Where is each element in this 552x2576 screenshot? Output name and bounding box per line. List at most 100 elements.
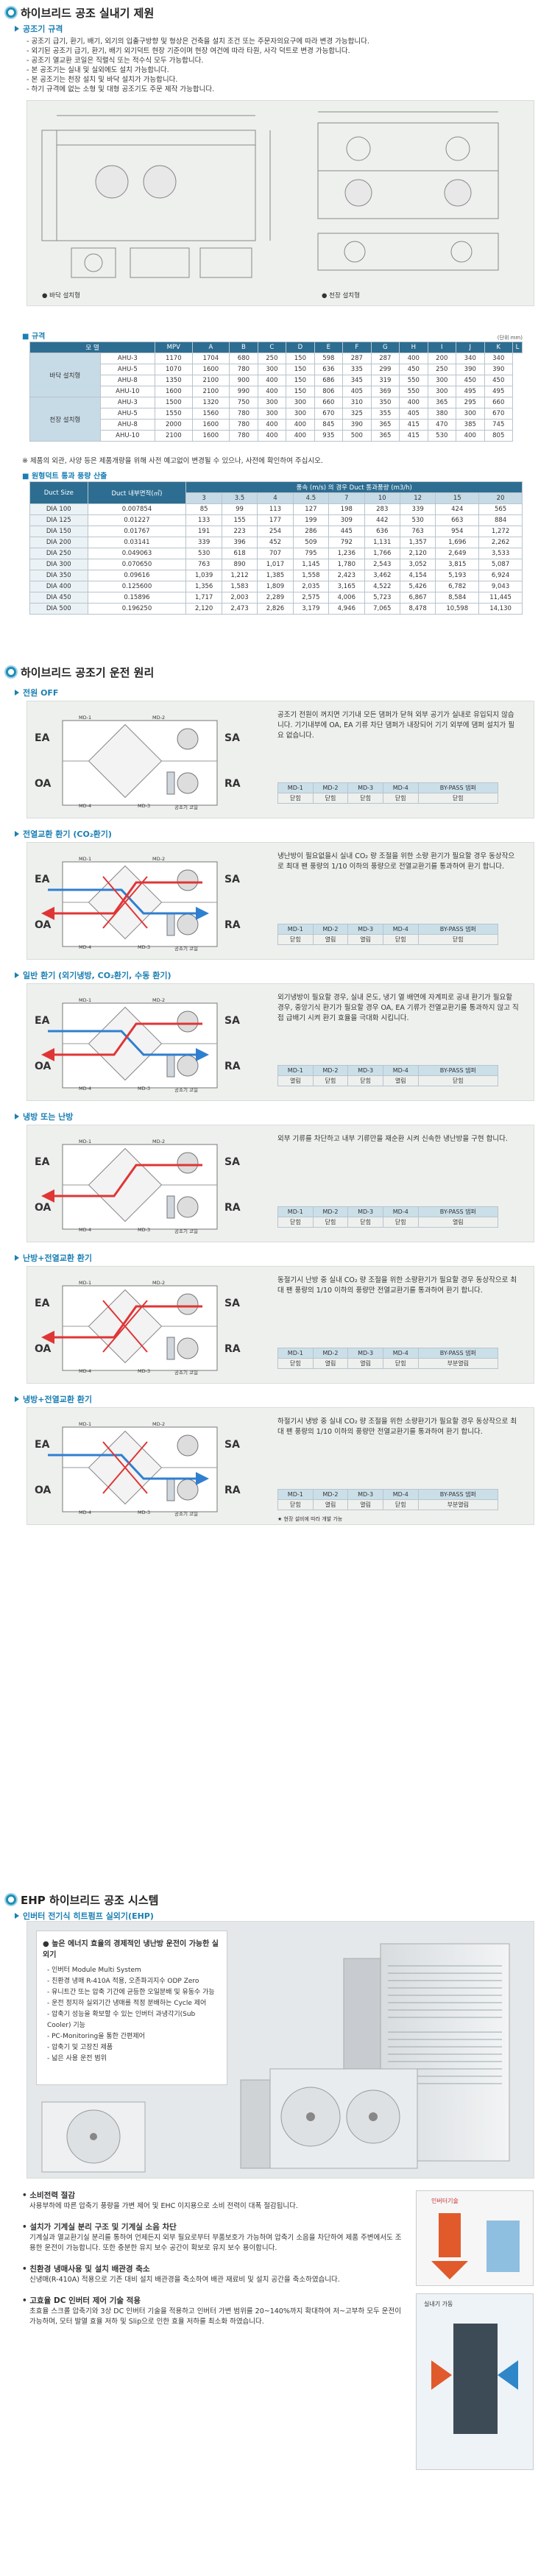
table-cell: 2100 [191, 375, 230, 386]
table-cell: DIA 350 [29, 570, 88, 581]
table-cell: 450 [456, 375, 485, 386]
table-cell: 415 [399, 430, 428, 442]
mode-description: 동절기시 난방 중 실내 CO₂ 량 조절을 위한 소량환기가 필요할 경우 동… [277, 1276, 517, 1295]
ra-label: RA [224, 919, 241, 931]
damper-header: MD-3 [347, 1348, 383, 1359]
table-cell: 4,006 [328, 592, 365, 604]
table-cell: 339 [185, 537, 222, 548]
table-cell: DIA 450 [29, 592, 88, 604]
feature-body: 초효율 스크롤 압축기와 3상 DC 인버터 기술을 적용하고 인버터 가변 범… [29, 2307, 402, 2326]
table-cell: AHU-5 [99, 364, 156, 375]
table-cell: 400 [286, 419, 315, 431]
speed-cell: 4.5 [292, 492, 330, 504]
table-cell: 155 [221, 514, 258, 526]
table-cell: 14,130 [478, 603, 523, 615]
damper-header: MD-3 [347, 1489, 383, 1500]
header-cell: B [229, 342, 258, 353]
md2-label: MD-2 [152, 856, 166, 862]
table-cell: 400 [257, 419, 287, 431]
table-cell: 400 [257, 375, 287, 386]
table-cell: 636 [364, 526, 400, 537]
table-cell: DIA 250 [29, 548, 88, 559]
table-cell: 530 [185, 548, 222, 559]
table-cell: 286 [292, 526, 330, 537]
damper-header: MD-4 [382, 1348, 419, 1359]
table-cell: 0.09616 [87, 570, 187, 581]
table-cell: 806 [314, 386, 344, 397]
mode-title: 난방+전열교환 환기 [0, 1251, 92, 1264]
box-list-item: - 넓은 사용 운전 범위 [47, 2055, 107, 2062]
table-cell: 300 [427, 386, 457, 397]
table-cell: DIA 500 [29, 603, 88, 615]
table-cell: 113 [257, 503, 294, 515]
md4-label: MD-4 [79, 1086, 92, 1091]
ea-label: EA [35, 1439, 50, 1451]
table-cell: 339 [399, 503, 436, 515]
table-cell: AHU-8 [99, 375, 156, 386]
damper-header: MD-2 [312, 1348, 349, 1359]
ea-label: EA [35, 1015, 50, 1027]
bullet-circle-icon [6, 1894, 16, 1905]
md2-label: MD-2 [152, 1280, 166, 1286]
indoor-illustration: 실내기 가동 [416, 2293, 534, 2470]
damper-state: 닫힘 [277, 1358, 314, 1369]
damper-state: 닫힘 [382, 1499, 419, 1510]
md3-label: MD-3 [138, 803, 151, 809]
table-cell: 2,649 [435, 548, 480, 559]
speed-cell: 15 [435, 492, 480, 504]
table-cell: 1070 [155, 364, 193, 375]
speed-cell: 4 [257, 492, 294, 504]
table-cell: 300 [257, 397, 287, 408]
damper-state: 닫힘 [417, 934, 499, 945]
table-cell: AHU-3 [99, 353, 156, 364]
table-cell: 3,179 [292, 603, 330, 615]
table-cell: 470 [427, 419, 457, 431]
damper-header: MD-1 [277, 1206, 314, 1217]
coil-label: 공조기 코일 [174, 1087, 198, 1093]
arrow-icon [15, 1396, 19, 1402]
damper-header: MD-2 [312, 1206, 349, 1217]
table-cell: 530 [399, 514, 436, 526]
feature-body: 기계실과 열교환기실 분리를 통하여 언제든지 외부 필요로부터 부품보호가 가… [29, 2234, 402, 2252]
mode-panel: EA OA SA RA MD-1 MD-4 MD-2 MD-3 공조기 코일 냉… [26, 842, 534, 960]
table-cell: 780 [229, 364, 258, 375]
mode-description: 외부 기류를 차단하고 내부 기류만을 재순환 시켜 신속한 냉난방을 구현 합… [277, 1135, 508, 1143]
oa-label: OA [35, 919, 52, 931]
table-cell: 495 [484, 386, 514, 397]
table-cell: 2,473 [221, 603, 258, 615]
table-cell: 792 [328, 537, 365, 548]
table-cell: 150 [286, 386, 315, 397]
table-cell: 670 [484, 408, 514, 420]
table-cell: 8,478 [399, 603, 436, 615]
table-cell: 565 [478, 503, 523, 515]
table-cell: 0.15896 [87, 592, 187, 604]
ea-label: EA [35, 732, 50, 744]
sa-label: SA [224, 1298, 240, 1309]
section-title: EHP 하이브리드 공조 시스템 [0, 1890, 552, 1909]
ehp-feature-box: ● 높은 에너지 효율의 경제적인 냉난방 운전이 가능한 실외기 - 인버터 … [36, 1931, 227, 2085]
feature-heading: • 설치가 기계실 분리 구조 및 기계실 소음 차단 [22, 2223, 177, 2232]
table-cell: 250 [257, 353, 287, 364]
table-cell: 1,385 [257, 570, 294, 581]
table-cell: 618 [221, 548, 258, 559]
table-cell: 1,558 [292, 570, 330, 581]
mode-panel: EA OA SA RA MD-1 MD-4 MD-2 MD-3 공조기 코일 하… [26, 1407, 534, 1525]
table-cell: 310 [342, 397, 372, 408]
table-cell: 2,003 [221, 592, 258, 604]
header-cell: K [484, 342, 514, 353]
md3-label: MD-3 [138, 1368, 151, 1374]
damper-header: MD-1 [277, 782, 314, 793]
table-cell: 1350 [155, 375, 193, 386]
sa-label: SA [224, 1156, 240, 1168]
oa-label: OA [35, 1061, 52, 1072]
damper-state: 열림 [312, 934, 349, 945]
coil-label: 공조기 코일 [174, 946, 198, 952]
table-cell: AHU-5 [99, 408, 156, 420]
table-cell: 1,236 [328, 548, 365, 559]
table-cell: 450 [484, 375, 514, 386]
damper-state: 닫힘 [277, 1217, 314, 1228]
box-list-item: - 압축기 및 고장진 제품 [47, 2044, 113, 2051]
